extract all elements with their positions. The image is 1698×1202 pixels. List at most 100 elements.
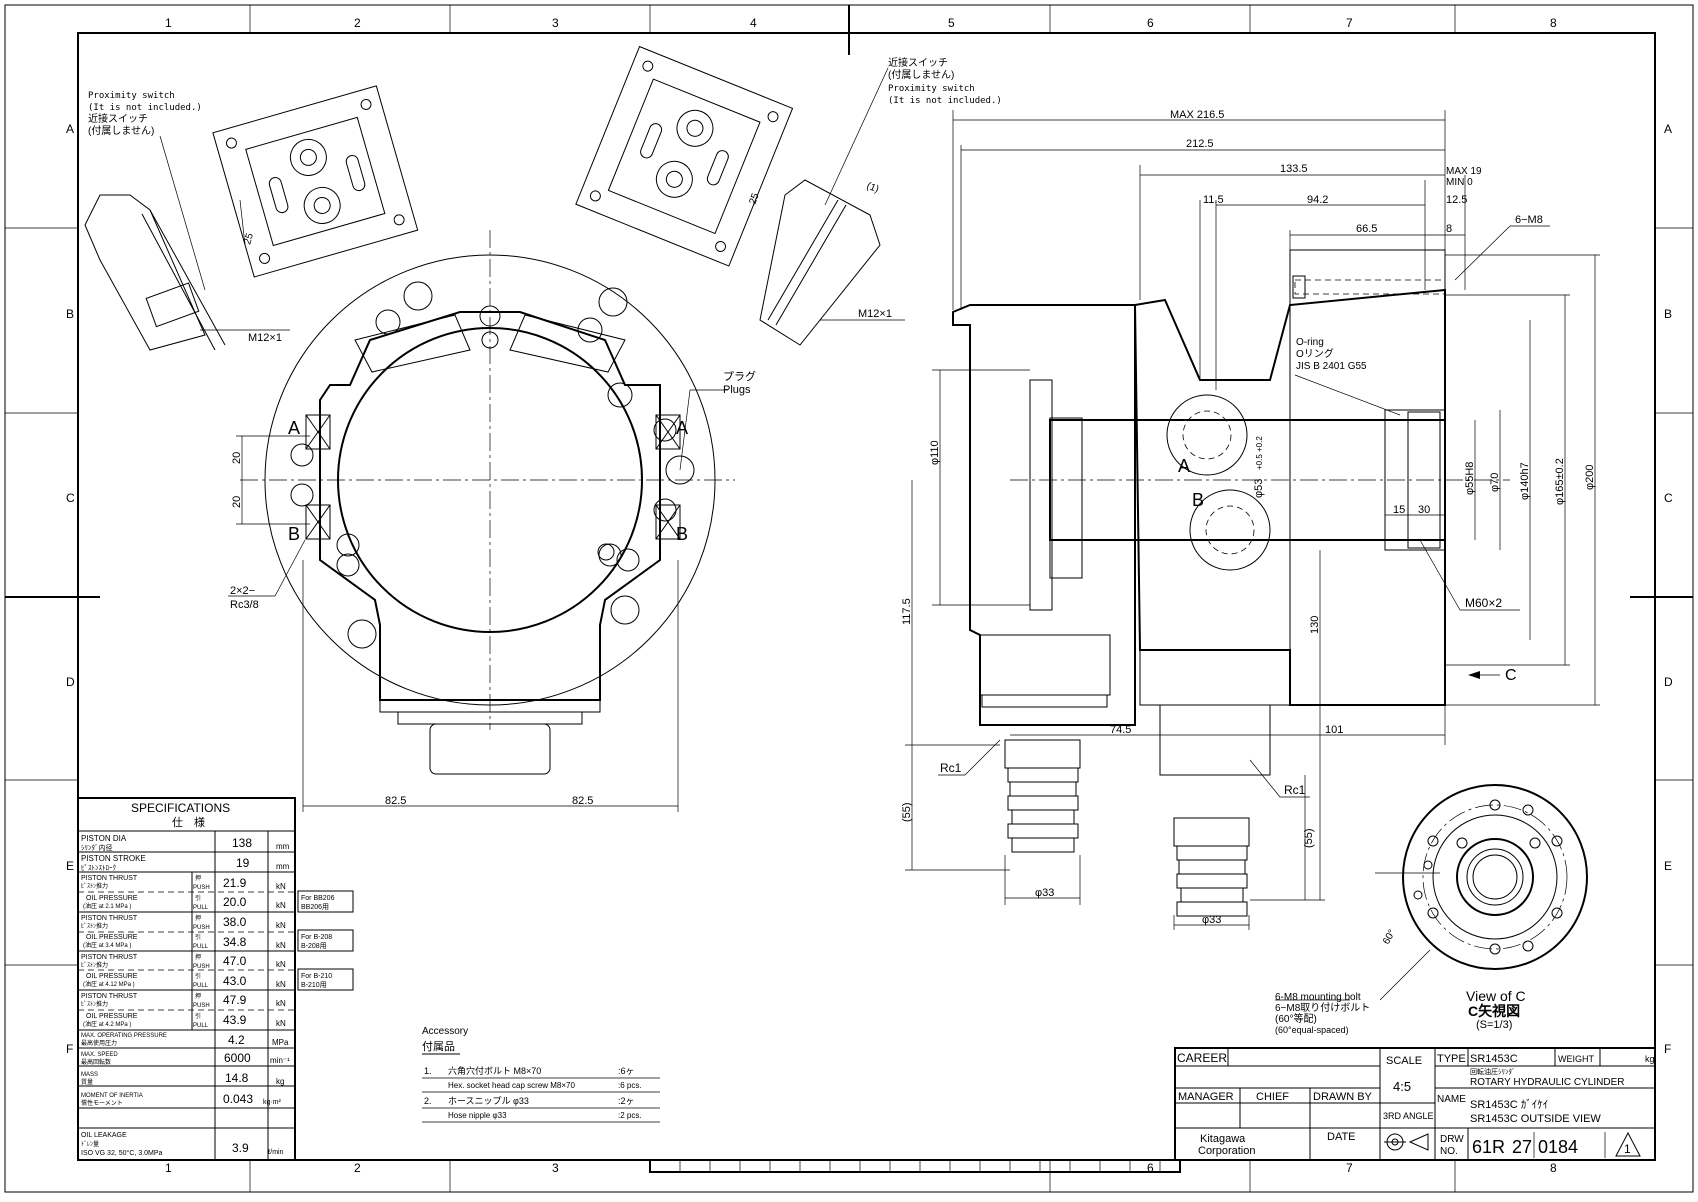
view-c-note: (60°equal-spaced)	[1275, 1025, 1349, 1035]
dim: 11.5	[1203, 194, 1224, 206]
drawing-number: 27	[1512, 1137, 1532, 1157]
spec-value: 3.9	[232, 1141, 249, 1155]
side-view: A B	[901, 109, 1600, 930]
dim: MAX 216.5	[1170, 109, 1224, 121]
view-c-scale: (S=1/3)	[1476, 1019, 1512, 1031]
accessory-title: Accessory	[422, 1026, 468, 1037]
view-c-note: (60°等配)	[1275, 1012, 1317, 1025]
hose-nipple-left	[1004, 739, 1081, 853]
thrust-pull: 34.8	[223, 935, 247, 949]
switch-detail-right	[575, 45, 794, 267]
svg-text:押: 押	[195, 992, 201, 1000]
col-label: 7	[1346, 1161, 1353, 1175]
svg-text:For B-208: For B-208	[301, 934, 332, 941]
dim-20: 20	[231, 496, 243, 508]
spec-value: 6000	[224, 1051, 251, 1065]
spec-value: 14.8	[225, 1071, 249, 1085]
svg-text:PULL: PULL	[193, 905, 209, 911]
zone-ticks	[5, 5, 1693, 1192]
dim-82-5: 82.5	[385, 795, 406, 807]
row-label: E	[1664, 859, 1672, 873]
svg-text:(油圧 at 2.1 MPa ): (油圧 at 2.1 MPa )	[83, 902, 131, 910]
spec-sub: 質量	[81, 1078, 93, 1086]
svg-text:SCALE: SCALE	[1386, 1055, 1422, 1067]
row-label: D	[1664, 675, 1673, 689]
dim: 30	[1418, 504, 1430, 516]
svg-text:For B-210: For B-210	[301, 973, 332, 980]
svg-text:(油圧 at 4.2 MPa ): (油圧 at 4.2 MPa )	[83, 1020, 131, 1028]
revision-triangle-icon	[1615, 1131, 1641, 1157]
svg-text:DRW: DRW	[1440, 1134, 1464, 1145]
drawing-number: 61R	[1472, 1137, 1505, 1157]
thrust-push: 38.0	[223, 915, 247, 929]
thrust-pull: 20.0	[223, 895, 247, 909]
svg-text:引: 引	[195, 1012, 201, 1020]
dim: 212.5	[1186, 138, 1214, 150]
dim: 66.5	[1356, 223, 1377, 235]
dim: +0.5 +0.2	[1255, 436, 1264, 470]
svg-text:3RD ANGLE: 3RD ANGLE	[1383, 1111, 1434, 1121]
svg-text:PUSH: PUSH	[193, 1003, 210, 1009]
svg-text:NAME: NAME	[1437, 1094, 1466, 1105]
svg-text:PISTON THRUST: PISTON THRUST	[81, 875, 138, 882]
thrust-group-4: PISTON THRUST ﾋﾟｽﾄﾝ推力 OIL PRESSURE (油圧 a…	[78, 992, 295, 1031]
plugs-label: プラグ	[723, 369, 756, 383]
specs-title: SPECIFICATIONS	[131, 801, 230, 815]
specifications-table: SPECIFICATIONS 仕 様 PISTON DIA ｼﾘﾝﾀﾞ内径 13…	[77, 797, 354, 1161]
svg-text:ﾋﾟｽﾄﾝ推力: ﾋﾟｽﾄﾝ推力	[81, 961, 108, 969]
dim: (55)	[1303, 828, 1315, 848]
spec-label: OIL LEAKAGE	[81, 1132, 127, 1139]
dim: 117.5	[901, 598, 913, 625]
row-label: C	[66, 491, 75, 505]
col-label: 7	[1346, 16, 1353, 30]
oring-label: O-ring	[1296, 337, 1324, 348]
switch-side-left	[84, 194, 226, 351]
col-label: 5	[948, 16, 955, 30]
spec-unit: mm	[276, 842, 290, 851]
rc1-label: Rc1	[1284, 783, 1306, 797]
spec-sub: ﾄﾞﾚﾝ量	[81, 1141, 99, 1148]
plugs-label: Plugs	[723, 384, 751, 396]
row-label: B	[1664, 307, 1672, 321]
svg-text:kN: kN	[276, 999, 286, 1008]
proximity-note: (It is not included.)	[888, 96, 1002, 106]
dim: φ33	[1202, 914, 1221, 926]
spec-label: MAX. OPERATING PRESSURE	[81, 1033, 167, 1039]
svg-text:kN: kN	[276, 921, 286, 930]
specs-title-jp: 仕 様	[172, 815, 205, 829]
svg-text:B-208用: B-208用	[301, 942, 327, 950]
svg-text:回転油圧ｼﾘﾝﾀﾞ: 回転油圧ｼﾘﾝﾀﾞ	[1470, 1067, 1516, 1076]
row-label: A	[1664, 122, 1672, 136]
thrust-pull: 43.0	[223, 974, 247, 988]
row-label: F	[1664, 1042, 1671, 1056]
svg-text:Hose nipple φ33: Hose nipple φ33	[448, 1111, 507, 1120]
svg-text:SR1453C OUTSIDE VIEW: SR1453C OUTSIDE VIEW	[1470, 1113, 1601, 1125]
svg-text:PUSH: PUSH	[193, 925, 210, 931]
svg-text:ﾋﾟｽﾄﾝ推力: ﾋﾟｽﾄﾝ推力	[81, 922, 108, 930]
svg-text:ﾋﾟｽﾄﾝ推力: ﾋﾟｽﾄﾝ推力	[81, 1000, 108, 1008]
svg-text:B-210用: B-210用	[301, 981, 327, 989]
zone-labels: 1 2 3 4 5 6 7 8 1 2 3 6 7 8 A B C D E F …	[66, 16, 1673, 1175]
row-label: A	[66, 122, 74, 136]
spec-sub: 最高回転数	[81, 1058, 111, 1066]
spec-unit: ℓ/min	[267, 1149, 284, 1156]
col-label: 6	[1147, 16, 1154, 30]
dim: 74.5	[1110, 724, 1131, 736]
svg-text:(油圧 at 3.4 MPa ): (油圧 at 3.4 MPa )	[83, 941, 131, 949]
view-c-title-jp: C矢視図	[1468, 1003, 1520, 1019]
svg-text:Hex. socket head cap screw M8×: Hex. socket head cap screw M8×70	[448, 1081, 576, 1090]
row-label: C	[1664, 491, 1673, 505]
svg-text:SR1453C ｶﾞｲｹｲ: SR1453C ｶﾞｲｹｲ	[1470, 1098, 1548, 1111]
svg-text:PISTON THRUST: PISTON THRUST	[81, 954, 138, 961]
svg-text:ホースニップル φ33: ホースニップル φ33	[448, 1096, 529, 1106]
svg-text:DRAWN BY: DRAWN BY	[1313, 1091, 1373, 1103]
projection-symbol-icon	[1384, 1133, 1429, 1151]
spec-label: PISTON DIA	[81, 834, 127, 843]
thrust-push: 47.9	[223, 993, 247, 1007]
svg-text:For BB206: For BB206	[301, 895, 335, 902]
svg-text:押: 押	[195, 953, 201, 961]
port-b-label: B	[676, 524, 688, 544]
svg-text:WEIGHT: WEIGHT	[1558, 1054, 1594, 1064]
